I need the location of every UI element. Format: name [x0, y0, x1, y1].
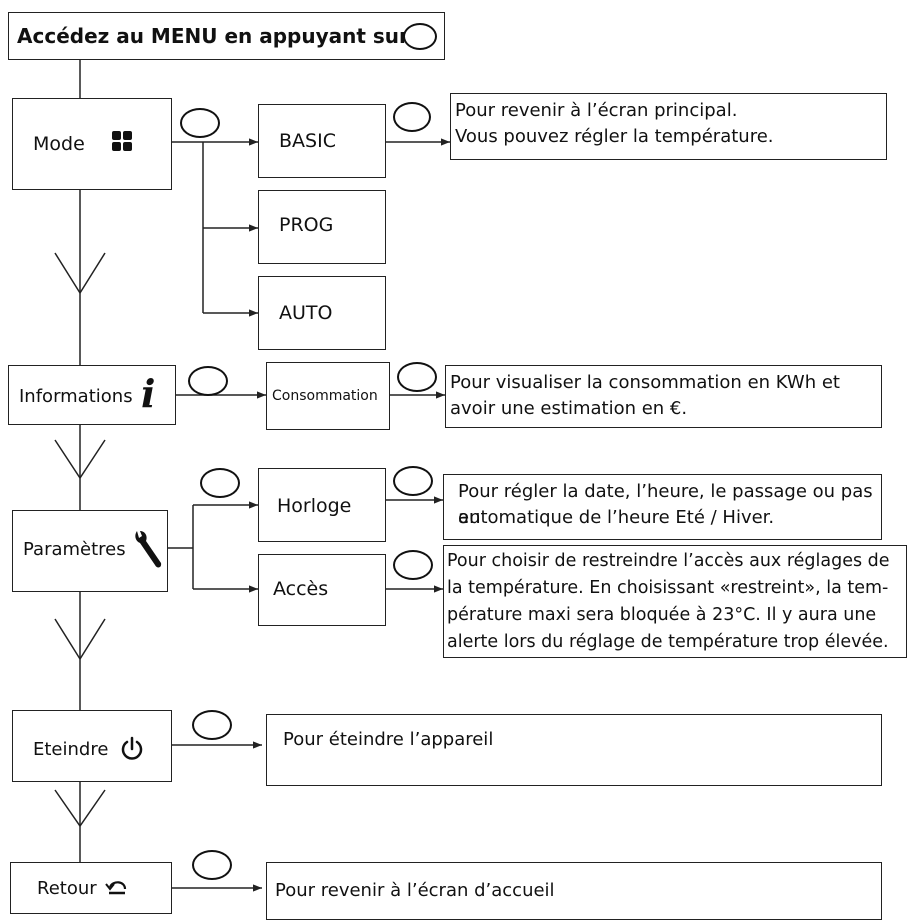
- o-button-icon: [200, 468, 240, 498]
- chevron-1: [54, 252, 106, 295]
- return-arrow-icon: [105, 877, 129, 897]
- o-button-icon: [192, 710, 232, 740]
- consommation-note-line-1: Pour visualiser la consommation en KWh e…: [450, 372, 840, 393]
- informations-box[interactable]: Informations i: [8, 365, 176, 425]
- consommation-note-box: Pour visualiser la consommation en KWh e…: [445, 365, 882, 428]
- horloge-note-line-1: Pour régler la date, l’heure, le passage…: [458, 481, 873, 528]
- o-button-icon: [180, 108, 220, 138]
- horloge-note-box: Pour régler la date, l’heure, le passage…: [443, 474, 882, 540]
- header-title: Accédez au MENU en appuyant sur: [17, 24, 409, 48]
- auto-box[interactable]: AUTO: [258, 276, 386, 350]
- parametres-label: Paramètres: [23, 539, 126, 560]
- o-button-icon: [393, 102, 431, 132]
- consommation-note-line-2: avoir une estimation en €.: [450, 398, 688, 419]
- mode-box[interactable]: Mode: [12, 98, 172, 190]
- informations-label: Informations: [19, 386, 133, 407]
- consommation-box[interactable]: Consommation: [266, 362, 390, 430]
- o-button-icon: [393, 550, 433, 580]
- o-button-icon: [397, 362, 437, 392]
- acces-note-line-4: alerte lors du réglage de température tr…: [447, 632, 889, 652]
- eteindre-note: Pour éteindre l’appareil: [283, 729, 494, 750]
- o-button-icon: [192, 850, 232, 880]
- prog-box[interactable]: PROG: [258, 190, 386, 264]
- basic-note-box: Pour revenir à l’écran principal. Vous p…: [450, 93, 887, 160]
- retour-note-box: Pour revenir à l’écran d’accueil: [266, 862, 882, 920]
- acces-box[interactable]: Accès: [258, 554, 386, 626]
- acces-note-line-1: Pour choisir de restreindre l’accès aux …: [447, 551, 890, 571]
- retour-box[interactable]: Retour: [10, 862, 172, 914]
- mode-label: Mode: [33, 133, 85, 155]
- retour-note: Pour revenir à l’écran d’accueil: [275, 880, 555, 901]
- chevron-3: [54, 618, 106, 661]
- power-icon: [119, 736, 145, 762]
- acces-note-line-3: pérature maxi sera bloquée à 23°C. Il y …: [447, 605, 877, 625]
- parametres-box[interactable]: Paramètres: [12, 510, 168, 592]
- chevron-4: [54, 789, 106, 828]
- horloge-label: Horloge: [277, 495, 352, 517]
- auto-label: AUTO: [279, 302, 333, 324]
- header-box: Accédez au MENU en appuyant sur: [8, 12, 445, 60]
- eteindre-note-box: Pour éteindre l’appareil: [266, 714, 882, 786]
- o-button-icon: [188, 366, 228, 396]
- wrench-icon: [133, 529, 163, 571]
- basic-label: BASIC: [279, 130, 336, 152]
- eteindre-label: Eteindre: [33, 739, 109, 760]
- acces-label: Accès: [273, 578, 329, 600]
- four-squares-icon: [112, 131, 132, 151]
- eteindre-box[interactable]: Eteindre: [12, 710, 172, 782]
- basic-box[interactable]: BASIC: [258, 104, 386, 178]
- basic-note-line-1: Pour revenir à l’écran principal.: [455, 100, 738, 121]
- retour-label: Retour: [37, 878, 97, 899]
- horloge-box[interactable]: Horloge: [258, 468, 386, 542]
- basic-note-line-2: Vous pouvez régler la température.: [455, 126, 774, 147]
- o-button-icon: [393, 466, 433, 496]
- prog-label: PROG: [279, 214, 334, 236]
- acces-note-box: Pour choisir de restreindre l’accès aux …: [443, 545, 907, 658]
- acces-note-line-2: la température. En choisissant «restrein…: [447, 578, 889, 598]
- info-icon: i: [141, 371, 156, 416]
- chevron-2: [54, 439, 106, 480]
- o-button-icon: [403, 23, 437, 50]
- consommation-label: Consommation: [272, 388, 378, 404]
- horloge-note-line-2: automatique de l’heure Eté / Hiver.: [458, 507, 775, 528]
